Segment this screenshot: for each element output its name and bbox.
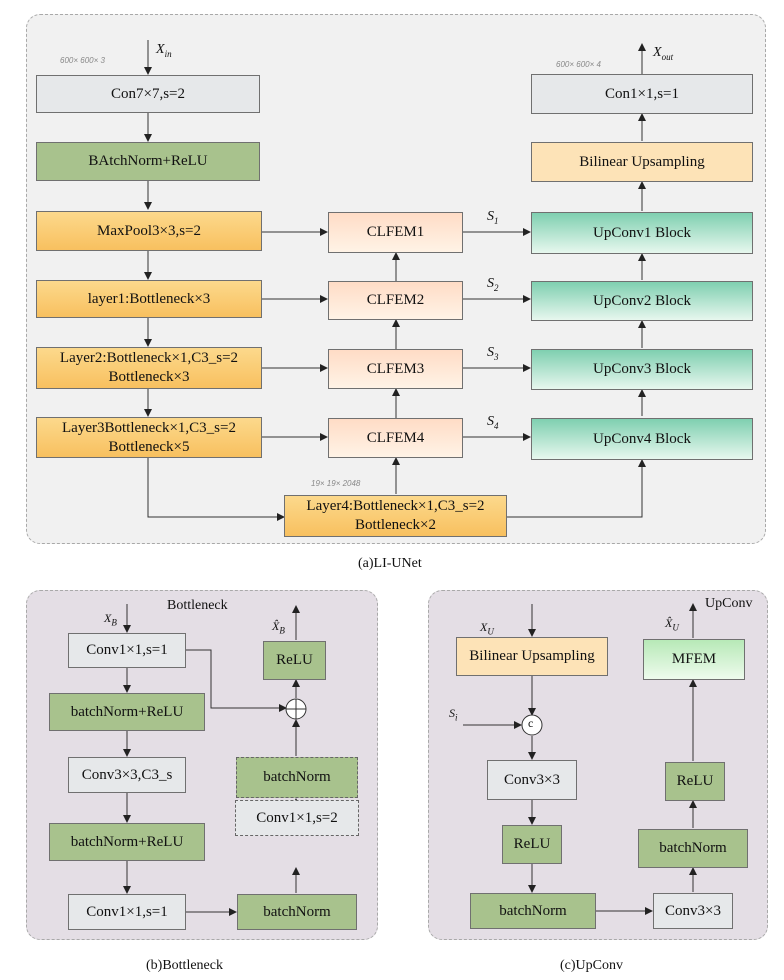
encoder-layer3-line2: Bottleneck×5	[108, 438, 190, 455]
encoder-layer1-box: layer1:Bottleneck×3	[36, 280, 262, 318]
concat-symbol: c	[528, 716, 534, 730]
bottleneck-output-symbol: X̂B	[272, 619, 285, 636]
bottleneck-conv1b-box: Conv1×1,s=1	[68, 894, 186, 930]
clfem1-box: CLFEM1	[328, 212, 463, 253]
bottleneck-bn-box-b: batchNorm	[236, 757, 358, 798]
encoder-layer4-box: Layer4:Bottleneck×1,C3_s=2 Bottleneck×2	[284, 495, 507, 537]
upconv-conv3b-box: Conv3×3	[653, 893, 733, 929]
encoder-layer2-box: Layer2:Bottleneck×1,C3_s=2 Bottleneck×3	[36, 347, 262, 389]
upconv-relu-b-box: ReLU	[665, 762, 725, 801]
upconv-title: UpConv	[705, 596, 753, 611]
encoder-layer3-line1: Layer3Bottleneck×1,C3_s=2	[62, 419, 236, 436]
input-symbol: Xin	[156, 42, 172, 59]
bottleneck-input-symbol: XB	[104, 611, 117, 628]
encoder-layer4-line1: Layer4:Bottleneck×1,C3_s=2	[306, 498, 485, 514]
bottleneck-caption: (b)Bottleneck	[146, 958, 223, 973]
skip-label-s2: S2	[487, 276, 499, 293]
encoder-layer3-box: Layer3Bottleneck×1,C3_s=2 Bottleneck×5	[36, 417, 262, 458]
output-symbol: Xout	[653, 45, 674, 62]
bilinear-upsampling-box: Bilinear Upsampling	[531, 142, 753, 182]
encoder-layer4-line2: Bottleneck×2	[355, 517, 436, 533]
upconv-relu-a-box: ReLU	[502, 825, 562, 864]
bottleneck-title: Bottleneck	[167, 598, 228, 613]
upconv-bn-b-box: batchNorm	[638, 829, 748, 868]
upconv-output-symbol: X̂U	[665, 616, 679, 633]
concat-operator-circle	[521, 714, 543, 736]
input-shape-label: 600× 600× 3	[60, 56, 105, 65]
li-unet-caption: (a)LI-UNet	[358, 556, 422, 571]
encoder-layer2-line1: Layer2:Bottleneck×1,C3_s=2	[59, 350, 239, 366]
upconv-conv3a-box: Conv3×3	[487, 760, 577, 800]
bottleneck-relu-box: ReLU	[263, 641, 326, 680]
encoder-bn-relu-box: BAtchNorm+ReLU	[36, 142, 260, 181]
output-shape-label: 600× 600× 4	[556, 60, 601, 69]
clfem4-box: CLFEM4	[328, 418, 463, 458]
upconv-bn-a-box: batchNorm	[470, 893, 596, 929]
skip-label-s4: S4	[487, 414, 499, 431]
encoder-layer2-line2: Bottleneck×3	[108, 369, 190, 385]
clfem2-box: CLFEM2	[328, 281, 463, 320]
upconv-input-symbol: XU	[480, 620, 494, 637]
bottleneck-bn-relu2-box: batchNorm+ReLU	[49, 823, 205, 861]
bottleneck-conv3-box: Conv3×3,C3_s	[68, 757, 186, 793]
upconv3-block: UpConv3 Block	[531, 349, 753, 390]
skip-label-s3: S3	[487, 345, 499, 362]
upconv-caption: (c)UpConv	[560, 958, 623, 973]
bottleneck-conv1-box: Conv1×1,s=1	[68, 633, 186, 668]
upconv-upsampling-box: Bilinear Upsampling	[456, 637, 608, 676]
upconv1-block: UpConv1 Block	[531, 212, 753, 254]
encoder-conv-box: Con7×7,s=2	[36, 75, 260, 113]
bottleneck-bn-box-a: batchNorm	[237, 894, 357, 930]
upconv-mfem-box: MFEM	[643, 639, 745, 680]
skip-label-s1: S1	[487, 209, 499, 226]
upconv4-block: UpConv4 Block	[531, 418, 753, 460]
bottleneck-bn-relu1-box: batchNorm+ReLU	[49, 693, 205, 731]
deep-feature-shape-label: 19× 19× 2048	[311, 479, 361, 488]
upconv2-block: UpConv2 Block	[531, 281, 753, 321]
final-conv-box: Con1×1,s=1	[531, 74, 753, 114]
clfem3-box: CLFEM3	[328, 349, 463, 389]
upconv-skip-symbol: Si	[449, 706, 458, 723]
encoder-maxpool-box: MaxPool3×3,s=2	[36, 211, 262, 251]
bottleneck-conv1-s2-box: Conv1×1,s=2	[235, 800, 359, 836]
